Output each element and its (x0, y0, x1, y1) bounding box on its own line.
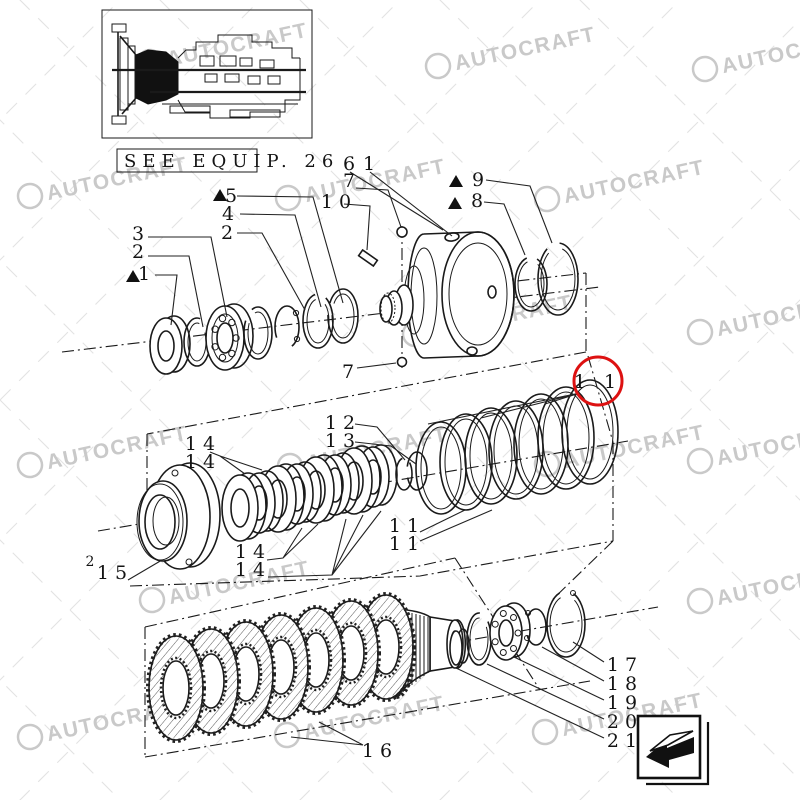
snap-ring-large (546, 590, 586, 658)
callout-2c: 2 (86, 554, 95, 570)
callout-7: 7 (343, 170, 355, 192)
drum-hole (487, 285, 497, 299)
svg-text:AUTOCRAFT: AUTOCRAFT (715, 289, 800, 341)
callout-2: 2 (221, 222, 233, 244)
callout-2b: 2 (132, 241, 144, 263)
page-return-icon[interactable] (636, 714, 710, 786)
svg-text:AUTOCRAFT: AUTOCRAFT (720, 26, 800, 78)
clutch-drum-housing (379, 231, 515, 359)
callout-1: 1 (363, 153, 375, 175)
drum-hole (466, 346, 478, 356)
callout-14d: 1 4 (235, 559, 265, 581)
circlip (524, 608, 547, 646)
callout-14c: 1 4 (235, 541, 265, 563)
triangle-icon (213, 189, 227, 201)
highlight-circle (572, 355, 624, 407)
triangle-icon (449, 175, 463, 187)
callout-11a: 1 1 (389, 515, 419, 537)
washer (449, 628, 470, 666)
highlighted-callout-11: 1 1 (572, 355, 624, 407)
dowel-pin (357, 248, 379, 268)
ball-bearing (205, 303, 254, 371)
callout-1b: 1 (138, 263, 150, 285)
return-arrow-top-face (649, 730, 694, 752)
thrust-washer (149, 315, 191, 375)
equip-reference: SEE EQUIP. 26 (116, 148, 339, 173)
callout-11-highlighted: 1 1 (574, 371, 622, 393)
plate-stack (221, 444, 398, 542)
callout-3: 3 (132, 223, 144, 245)
callout-8: 8 (471, 190, 483, 212)
svg-text:AUTOCRAFT: AUTOCRAFT (562, 156, 707, 208)
callout-12: 1 2 (325, 412, 355, 434)
friction-disc (146, 633, 206, 743)
callout-19: 1 9 (607, 692, 637, 714)
triangle-markers (126, 175, 463, 282)
callout-11b: 1 1 (389, 533, 419, 555)
callout-21: 2 1 (607, 730, 637, 752)
snap-ring (243, 306, 273, 360)
callout-6: 6 (343, 153, 355, 175)
triangle-icon (126, 270, 140, 282)
callout-16: 1 6 (362, 740, 392, 762)
callout-15: 1 5 (97, 562, 127, 584)
flange-hub (136, 462, 221, 570)
snap-ring (327, 288, 359, 344)
callout-18: 1 8 (607, 673, 637, 695)
leader-lines (127, 171, 605, 746)
ball-bearing (489, 602, 531, 661)
drum-lug (444, 232, 460, 242)
detent-ball-top (396, 226, 408, 238)
callout-4: 4 (222, 203, 234, 225)
clutch-disc-pack (146, 592, 416, 743)
callout-14b: 1 4 (185, 451, 215, 473)
callout-20: 2 0 (607, 711, 637, 733)
callout-10: 1 0 (321, 191, 351, 213)
transmission-inset-schematic (101, 9, 313, 139)
equip-box (116, 148, 258, 173)
return-arrow-icon (646, 737, 694, 768)
callout-9: 9 (472, 169, 484, 191)
circlip (274, 305, 301, 349)
callout-14a: 1 4 (185, 433, 215, 455)
callout-13: 1 3 (325, 430, 355, 452)
bottom-assembly (146, 590, 586, 743)
upper-assembly (149, 226, 579, 375)
piston-ring-set (415, 379, 619, 515)
seal-ring (514, 256, 548, 312)
callout-7b: 7 (342, 361, 354, 383)
seal-ring (537, 242, 579, 316)
middle-assembly (136, 379, 619, 570)
svg-text:AUTOCRAFT: AUTOCRAFT (715, 558, 800, 610)
callout-labels: 6 1 7 1 0 5 4 2 3 2 1 9 8 7 1 4 1 4 1 2 … (86, 153, 638, 762)
detent-ball-bottom (396, 356, 408, 368)
callout-17: 1 7 (607, 654, 637, 676)
svg-text:AUTOCRAFT: AUTOCRAFT (715, 418, 800, 470)
equip-label: SEE EQUIP. 26 (124, 151, 339, 172)
callout-5: 5 (225, 185, 237, 207)
triangle-icon (448, 197, 462, 209)
svg-text:AUTOCRAFT: AUTOCRAFT (453, 23, 598, 75)
svg-text:AUTOCRAFT: AUTOCRAFT (562, 421, 707, 473)
